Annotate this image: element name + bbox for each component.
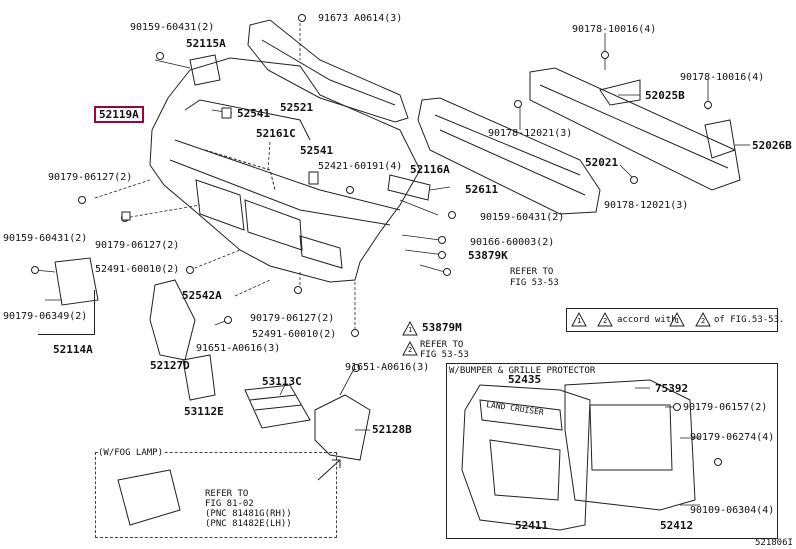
side-bracket-shapes — [54, 54, 431, 401]
accord-fig-text: of FIG.53-53. — [714, 315, 785, 325]
front-bumper-cover-shape — [149, 57, 421, 283]
fog-lamp-box — [95, 452, 337, 538]
triangle-number: 2 — [701, 317, 706, 325]
part-label[interactable]: 52421-60191(4) — [318, 161, 403, 172]
refer-note: REFER TO — [510, 267, 554, 277]
fastener-symbols — [31, 14, 722, 466]
part-label[interactable]: 53113C — [262, 375, 302, 388]
part-label[interactable]: 52127D — [150, 359, 190, 372]
part-label[interactable]: 90178-12021(3) — [604, 200, 689, 211]
part-label[interactable]: 52115A — [186, 37, 226, 50]
part-label[interactable]: 90179-06127(2) — [95, 240, 180, 251]
upper-retainer-shape — [247, 19, 409, 123]
part-label[interactable]: 52161C — [256, 127, 296, 140]
refer-note: REFER TO — [205, 489, 249, 499]
part-label[interactable]: 52116A — [410, 163, 450, 176]
energy-absorber-shape — [417, 97, 601, 215]
bumper-protector-box — [446, 363, 778, 539]
part-label[interactable]: 90178-12021(3) — [488, 128, 573, 139]
refer-note: FIG 53-53 — [510, 278, 559, 288]
part-label[interactable]: 53879K — [468, 249, 508, 262]
refer-note: (PNC 81482E(LH)) — [205, 519, 292, 529]
triangle-number: 1 — [577, 317, 582, 325]
part-label[interactable]: 90179-06157(2) — [683, 402, 768, 413]
grille-shapes — [244, 384, 371, 461]
part-label[interactable]: 53112E — [184, 405, 224, 418]
highlighted-part-number[interactable]: 52119A — [94, 106, 144, 123]
part-label[interactable]: 90179-06349(2) — [3, 311, 88, 322]
part-label[interactable]: 52542A — [182, 289, 222, 302]
triangle-marks — [402, 311, 711, 356]
part-label[interactable]: 90179-06274(4) — [690, 432, 775, 443]
refer-note: REFER TO — [420, 340, 464, 350]
part-label[interactable]: 52021 — [585, 156, 619, 169]
fog-lamp-bracket-shape — [117, 469, 181, 526]
part-label[interactable]: 90178-10016(4) — [572, 24, 657, 35]
part-label[interactable]: 52411 — [515, 519, 549, 532]
part-label[interactable]: 52026B — [752, 139, 792, 152]
part-label[interactable]: 52491-60010(2) — [95, 264, 180, 275]
part-label[interactable]: 52541 — [237, 107, 271, 120]
reinforcement-bar-shape — [529, 67, 741, 191]
triangle-number: 2 — [408, 346, 413, 354]
triangle-number: 1 — [675, 317, 680, 325]
part-label[interactable]: 90159-60431(2) — [130, 22, 215, 33]
part-label[interactable]: 90109-06304(4) — [690, 505, 775, 516]
triangle-number: 2 — [603, 317, 608, 325]
part-label[interactable]: 91651-A0616(3) — [345, 362, 430, 373]
leader-lines — [34, 18, 750, 506]
part-label[interactable]: 90179-06127(2) — [250, 313, 335, 324]
part-label[interactable]: 90178-10016(4) — [680, 72, 765, 83]
bumper-protector-title: W/BUMPER & GRILLE PROTECTOR — [449, 366, 596, 376]
bracket-52114A-box — [38, 290, 95, 335]
refer-note: FIG 81-02 — [205, 499, 254, 509]
part-label[interactable]: 52611 — [465, 183, 499, 196]
part-label[interactable]: 90159-60431(2) — [3, 233, 88, 244]
part-label[interactable]: 52491-60010(2) — [252, 329, 337, 340]
part-label[interactable]: 91651-A0616(3) — [196, 343, 281, 354]
accord-note-box — [566, 308, 778, 332]
refer-note: (PNC 81481G(RH)) — [205, 509, 292, 519]
part-label[interactable]: 90166-60003(2) — [470, 237, 555, 248]
part-label[interactable]: 52435 — [508, 373, 542, 386]
part-label[interactable]: 52412 — [660, 519, 694, 532]
part-label[interactable]: 52521 — [280, 101, 314, 114]
part-label[interactable]: 52114A — [53, 343, 93, 356]
part-label[interactable]: 52541 — [300, 144, 334, 157]
part-label[interactable]: 90159-60431(2) — [480, 212, 565, 223]
fog-lamp-title: (W/FOG LAMP) — [98, 448, 164, 458]
part-label[interactable]: 53879M — [422, 321, 462, 334]
part-label[interactable]: 90179-06127(2) — [48, 172, 133, 183]
refer-note: FIG 53-53 — [420, 350, 469, 360]
part-label[interactable]: 91673 A0614(3) — [318, 13, 403, 24]
part-label[interactable]: 52128B — [372, 423, 412, 436]
accord-text: accord with — [617, 315, 677, 325]
part-label[interactable]: 75392 — [655, 382, 689, 395]
grille-protector-shapes — [461, 379, 696, 531]
triangle-number: 1 — [408, 326, 413, 334]
figure-code: 521806I — [755, 538, 793, 548]
part-label[interactable]: 52025B — [645, 89, 685, 102]
